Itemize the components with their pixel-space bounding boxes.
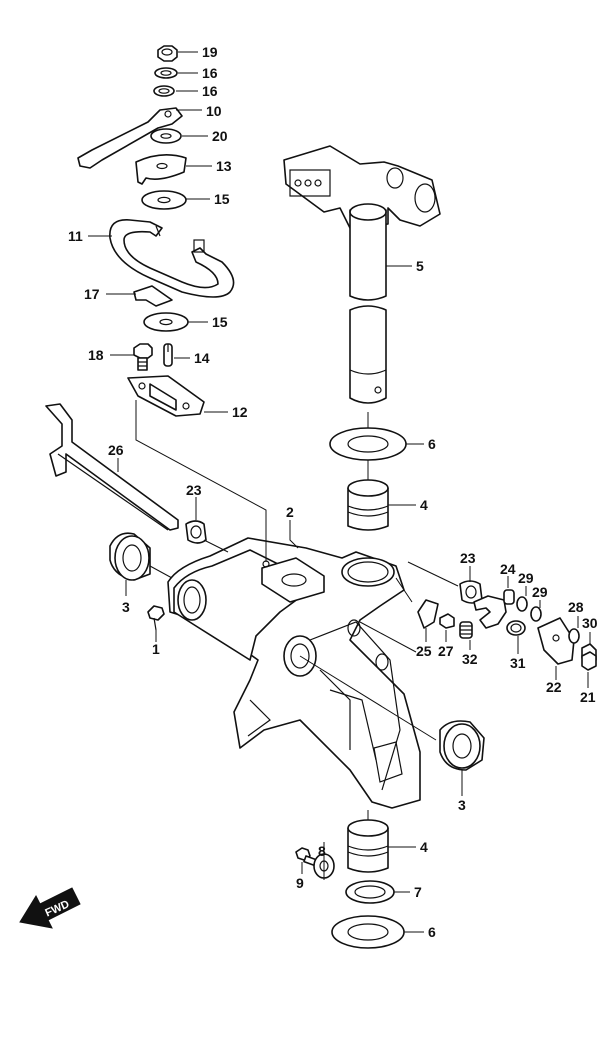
callout-31: 31	[510, 655, 526, 671]
part-plate-13	[135, 154, 187, 185]
part-swivel-bracket-2	[167, 537, 421, 809]
part-washer-29-right	[530, 606, 542, 622]
part-nut-19	[157, 45, 178, 62]
part-thrust-washer-6-lower	[331, 915, 405, 949]
part-washer-16-lower	[153, 85, 175, 97]
callout-6-upper: 6	[428, 436, 436, 452]
part-bolt-18	[133, 343, 153, 371]
callout-15-upper: 15	[214, 191, 230, 207]
part-washer-16-upper	[154, 67, 178, 79]
part-washer-29-left	[516, 596, 528, 612]
callout-19: 19	[202, 44, 218, 60]
part-steering-shaft-5	[283, 145, 441, 404]
callout-3-right: 3	[458, 797, 466, 813]
callout-17: 17	[84, 286, 100, 302]
part-bracket-25	[417, 599, 439, 629]
callout-21: 21	[580, 689, 596, 705]
callout-24: 24	[500, 561, 516, 577]
part-thrust-washer-6-upper	[329, 427, 407, 461]
callout-28: 28	[568, 599, 584, 615]
part-spring-31	[506, 620, 526, 636]
callout-2: 2	[286, 504, 294, 520]
part-bushing-3-left	[109, 532, 151, 581]
callout-3-left: 3	[122, 599, 130, 615]
part-washer-20	[150, 128, 182, 144]
callout-22: 22	[546, 679, 562, 695]
callout-7: 7	[414, 884, 422, 900]
callout-23-right: 23	[460, 550, 476, 566]
callout-14: 14	[194, 350, 210, 366]
part-washer-7	[345, 880, 395, 904]
callout-23-left: 23	[186, 482, 202, 498]
callout-4-upper: 4	[420, 497, 428, 513]
callout-9: 9	[296, 875, 304, 891]
callout-25: 25	[416, 643, 432, 659]
part-bolt-21	[581, 651, 597, 671]
part-cap-23-left	[185, 520, 207, 544]
part-pin-14	[163, 343, 173, 367]
part-clip-17	[133, 285, 173, 307]
callout-16-upper: 16	[202, 65, 218, 81]
callout-32: 32	[462, 651, 478, 667]
callout-29-right: 29	[532, 584, 548, 600]
part-washer-28	[568, 628, 580, 644]
part-bushing-4-upper	[347, 479, 389, 531]
callout-18: 18	[88, 347, 104, 363]
part-link-arm-10	[77, 107, 183, 169]
callout-6-lower: 6	[428, 924, 436, 940]
callout-11: 11	[68, 228, 83, 244]
callout-20: 20	[212, 128, 228, 144]
part-lever-24	[473, 589, 515, 629]
callout-12: 12	[232, 404, 248, 420]
part-plate-22	[537, 617, 575, 665]
part-screw-27	[439, 613, 455, 629]
callout-labels: 19 16 16 10 20 13 15 11 17 15 18 14 12 5…	[68, 44, 598, 940]
callout-16-lower: 16	[202, 83, 218, 99]
callout-26: 26	[108, 442, 124, 458]
callout-4-lower: 4	[420, 839, 428, 855]
part-bushing-4-lower	[347, 819, 389, 873]
leader-lines	[88, 51, 591, 933]
part-washer-15-lower	[143, 312, 189, 332]
callout-1: 1	[152, 641, 160, 657]
callout-15-lower: 15	[212, 314, 228, 330]
callout-13: 13	[216, 158, 232, 174]
part-spring-pin-32	[459, 621, 473, 639]
callout-5: 5	[416, 258, 424, 274]
part-stopper-plate-12	[127, 375, 205, 417]
part-bushing-3-right	[439, 720, 485, 771]
part-tilt-rod-26	[45, 403, 179, 531]
callout-27: 27	[438, 643, 454, 659]
part-bolt-1	[147, 605, 165, 631]
callout-8: 8	[318, 843, 326, 859]
part-tiller-handle-11	[109, 219, 235, 298]
callout-30: 30	[582, 615, 598, 631]
callout-10: 10	[206, 103, 222, 119]
fwd-arrow-icon: FWD	[19, 887, 81, 929]
callout-29-left: 29	[518, 570, 534, 586]
part-washer-15-upper	[141, 190, 187, 210]
